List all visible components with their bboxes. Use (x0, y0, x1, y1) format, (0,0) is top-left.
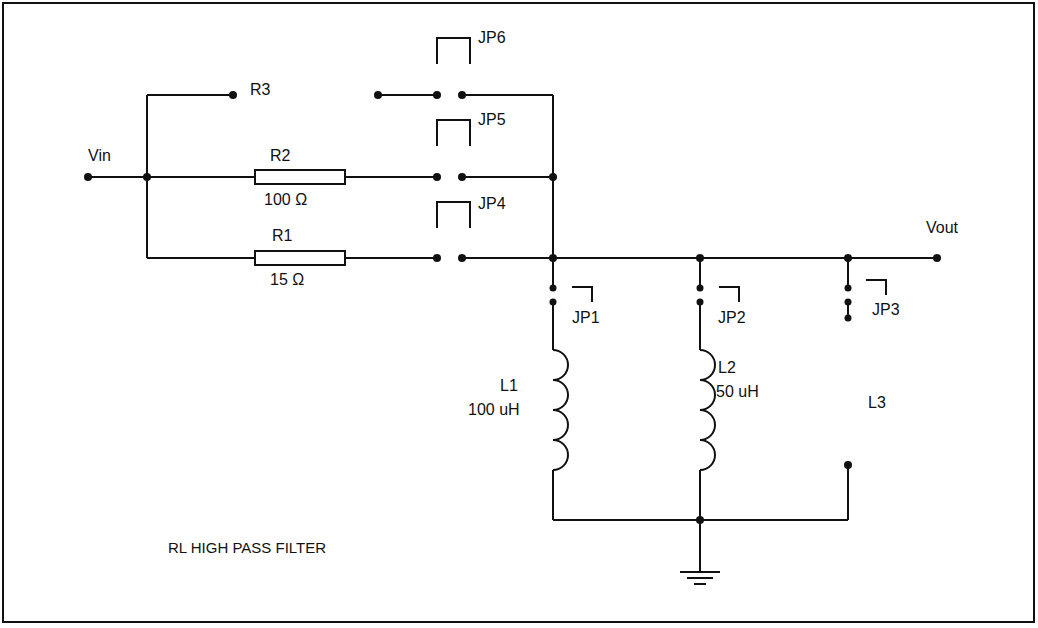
frame (3, 3, 1034, 622)
part-name: R3 (250, 82, 270, 98)
part-value: 100 uH (468, 402, 520, 418)
jumper-name: JP4 (478, 196, 506, 212)
ground-symbol (680, 572, 720, 584)
coil-winding (553, 350, 568, 470)
jumper-symbol (437, 38, 886, 302)
part-name: L3 (868, 395, 886, 411)
inductor-symbol (553, 350, 715, 470)
resistor-symbol (255, 170, 345, 265)
signal-name: Vin (88, 148, 111, 164)
signal-name: Vout (926, 220, 958, 236)
part-name: L1 (500, 378, 518, 394)
terminal-dots (84, 91, 941, 524)
jumper-name: JP6 (478, 30, 506, 46)
jumper-name: JP1 (572, 310, 600, 326)
jumper-name: JP3 (872, 302, 900, 318)
part-name: R1 (272, 228, 292, 244)
jumper-name: JP5 (478, 112, 506, 128)
part-value: 15 Ω (270, 272, 304, 288)
part-value: 100 Ω (264, 192, 307, 208)
diagram-title: RL HIGH PASS FILTER (168, 540, 326, 555)
wires (88, 95, 937, 572)
coil-winding (700, 350, 715, 470)
part-name: L2 (718, 360, 736, 376)
part-value: 50 uH (716, 384, 759, 400)
jumper-name: JP2 (718, 310, 746, 326)
part-name: R2 (270, 148, 290, 164)
